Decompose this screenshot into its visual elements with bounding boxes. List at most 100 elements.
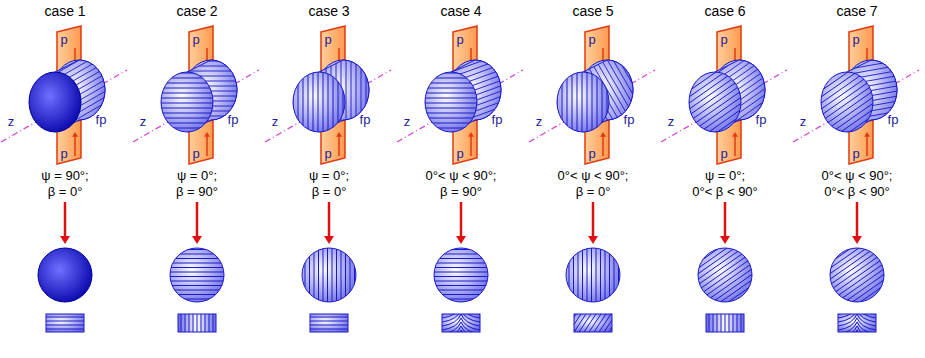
stripe-texture	[565, 245, 624, 305]
side-texture	[838, 314, 876, 332]
stripe	[609, 245, 610, 305]
view-arrow	[592, 202, 595, 238]
stripe	[417, 98, 485, 99]
angle-condition: β = 90°	[176, 184, 218, 199]
stripe	[733, 314, 734, 332]
stripe	[167, 285, 227, 286]
stripe	[346, 36, 347, 156]
stripe	[0, 14, 99, 74]
case-illustration	[0, 14, 159, 332]
plane-label: fp	[888, 112, 899, 127]
stripe	[431, 272, 491, 273]
stripe	[683, 233, 732, 267]
stripe	[800, 31, 918, 52]
stripe	[838, 330, 876, 332]
stripe	[193, 314, 194, 332]
stripe	[153, 68, 221, 69]
stripe	[831, 255, 880, 289]
stripe-texture	[799, 26, 925, 165]
stripe	[701, 259, 750, 293]
stripe	[149, 71, 269, 72]
stripe-texture	[149, 36, 269, 156]
stripe	[153, 98, 221, 99]
stripe	[167, 290, 227, 291]
stripe	[803, 46, 921, 67]
stripe	[587, 245, 588, 305]
load-label: p	[192, 32, 199, 47]
case-illustration	[133, 26, 269, 332]
stripe	[167, 258, 227, 259]
stripe	[310, 317, 348, 318]
cylinder-face	[689, 72, 741, 132]
stripe	[417, 113, 485, 114]
stripe	[567, 68, 568, 136]
stripe	[386, 36, 387, 156]
view-arrow	[328, 202, 331, 238]
stripe	[819, 140, 925, 161]
side-texture	[181, 314, 213, 332]
stripe	[167, 263, 227, 264]
stripe	[592, 68, 593, 136]
stripe	[149, 136, 269, 137]
stripe	[288, 68, 289, 136]
view-arrow-head	[192, 236, 202, 244]
stripe	[573, 245, 574, 305]
load-arrow-head	[468, 132, 474, 137]
load-label: p	[852, 146, 859, 161]
side-texture	[709, 314, 741, 332]
stripe	[844, 274, 893, 308]
view-arrow	[64, 202, 67, 238]
stripe	[741, 314, 742, 332]
stripe	[597, 68, 598, 136]
stripe	[574, 314, 586, 332]
stripe	[806, 61, 924, 82]
stripe	[617, 68, 618, 136]
case-illustration	[793, 26, 925, 342]
stripe	[201, 314, 202, 332]
stripe	[46, 317, 84, 318]
view-arrow-head	[720, 236, 730, 244]
stripe	[417, 128, 485, 129]
axis-label: z	[536, 114, 543, 129]
stripe	[167, 294, 227, 295]
load-label: p	[192, 146, 199, 161]
stripe	[149, 56, 269, 57]
load-label: p	[588, 146, 595, 161]
stripe	[353, 68, 354, 136]
stripe	[607, 68, 608, 136]
stripe	[167, 245, 227, 246]
stripe	[153, 118, 221, 119]
stripe	[167, 281, 227, 282]
stripe	[149, 81, 269, 82]
stripe-texture	[683, 233, 766, 315]
stripe	[376, 36, 377, 156]
stripe	[213, 314, 214, 332]
stripe	[819, 135, 925, 156]
stripe	[679, 71, 735, 110]
cross-section	[170, 248, 224, 302]
stripe	[153, 128, 221, 129]
cross-section	[302, 248, 356, 302]
stripe	[682, 75, 738, 114]
stripe	[333, 68, 334, 136]
stripe	[431, 267, 491, 268]
stripe	[836, 263, 885, 297]
stripe-texture	[523, 14, 687, 178]
stripe	[209, 314, 210, 332]
stripe	[589, 314, 601, 332]
load-arrow	[470, 136, 472, 156]
stripe	[564, 245, 565, 305]
stripe	[582, 245, 583, 305]
cross-section	[566, 248, 620, 302]
stripe	[341, 245, 342, 305]
stripe	[417, 123, 485, 124]
case-title: case 6	[704, 4, 745, 19]
angle-condition: β = 0°	[576, 184, 611, 199]
stripe	[431, 276, 491, 277]
stripe	[314, 245, 315, 305]
angle-condition: ψ = 90°;	[41, 168, 88, 183]
stripe	[417, 133, 485, 134]
stripe	[417, 68, 485, 69]
cross-section	[38, 248, 92, 302]
load-arrow-head	[732, 132, 738, 137]
